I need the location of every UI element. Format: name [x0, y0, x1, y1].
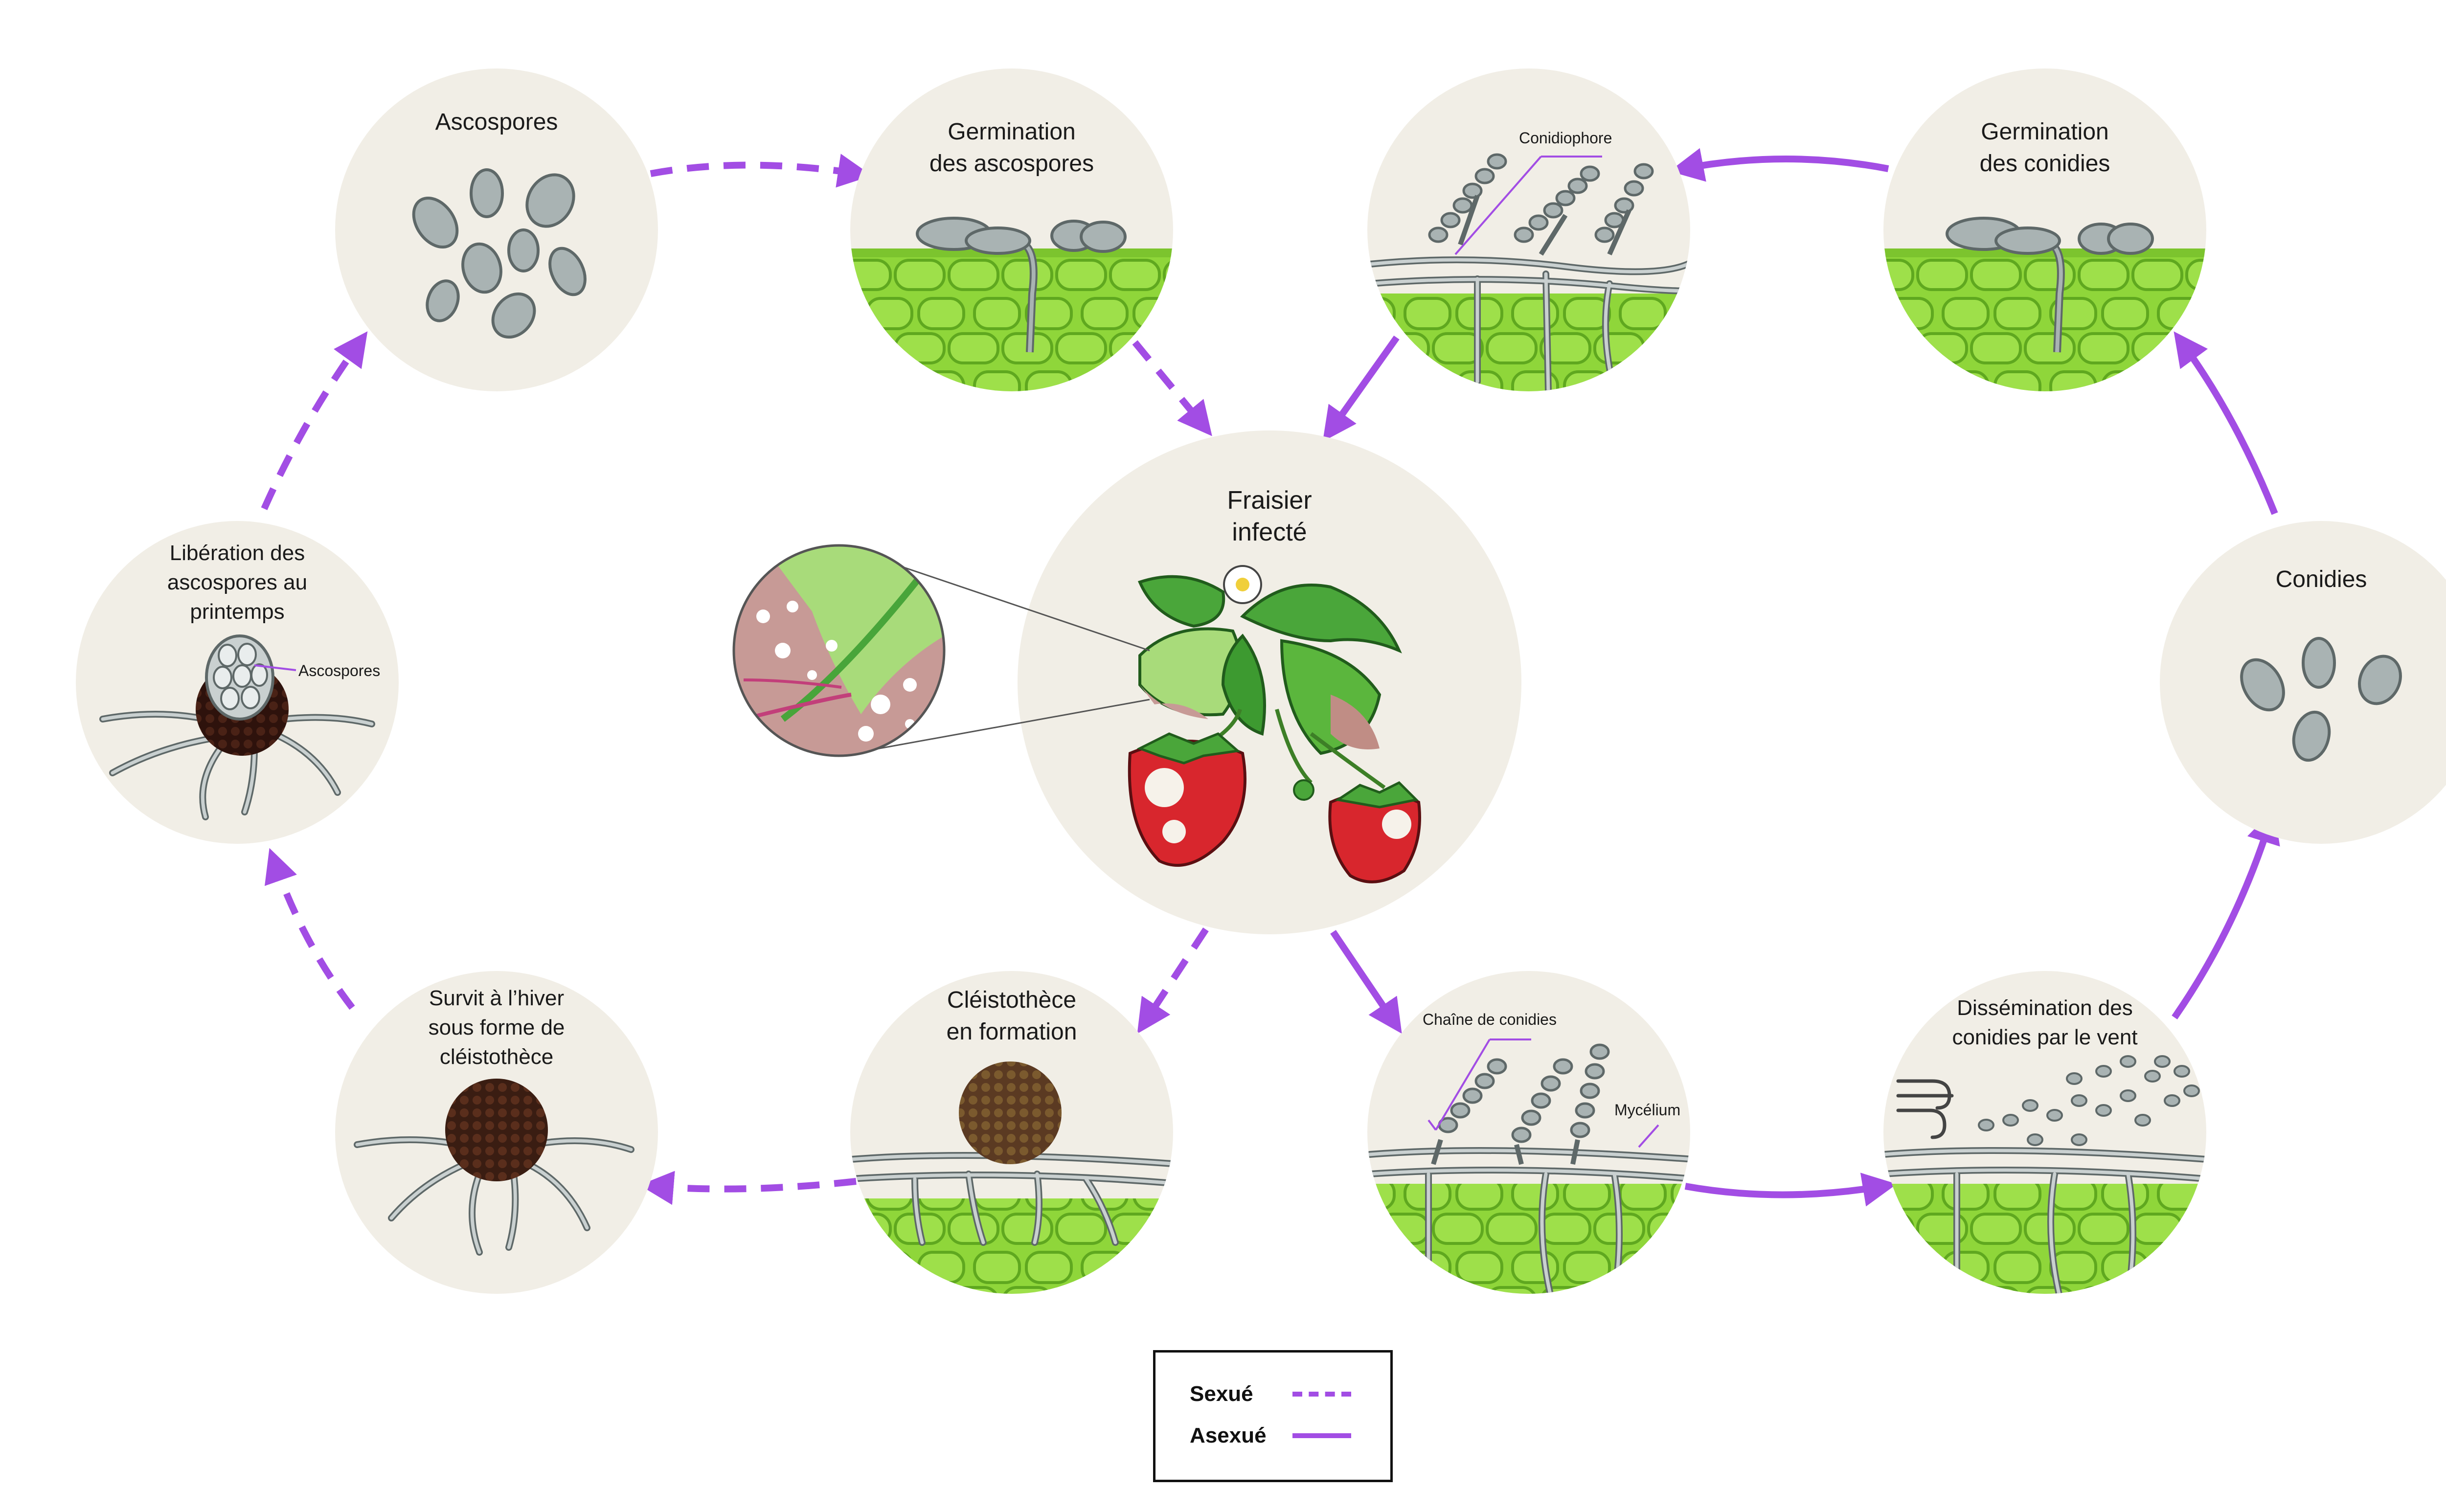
- arrow-cleisto-to-survit: [639, 1171, 857, 1205]
- strawberry-plant: [1128, 565, 1421, 883]
- node-survit: Survit à l’hiver sous forme de cléistoth…: [335, 971, 658, 1294]
- legend-asexual-label: Asexué: [1190, 1423, 1267, 1447]
- legend: Sexué Asexué: [1153, 1350, 1393, 1482]
- ascospore-cluster: [412, 168, 587, 339]
- chaine-callout: Chaîne de conidies: [1423, 1011, 1557, 1028]
- node-ascospores: Ascospores: [335, 68, 658, 391]
- legend-solid-line: [1292, 1433, 1351, 1438]
- fraisier-title-line1: Fraisier: [1227, 486, 1312, 515]
- fraisier-title-line2: infecté: [1232, 518, 1307, 546]
- survit-title-line2: sous forme de: [429, 1016, 565, 1039]
- germ-asco-title-line2: des ascospores: [929, 151, 1094, 177]
- node-germination-ascospores: Germination des ascospores: [850, 68, 1173, 391]
- node-conidies: Conidies: [2160, 521, 2446, 844]
- node-germination-conidies: Germination des conidies: [1883, 68, 2206, 391]
- dissemination-title-line1: Dissémination des: [1957, 996, 2133, 1020]
- arrow-conidiophore-to-fraisier: [1322, 335, 1400, 442]
- node-chaine-conidies: Chaîne de conidies Mycélium: [1367, 971, 1690, 1294]
- node-dissemination: Dissémination des conidies par le vent: [1883, 971, 2206, 1294]
- legend-sexual-label: Sexué: [1190, 1382, 1253, 1406]
- survit-title-line3: cléistothèce: [440, 1045, 553, 1069]
- germ-conidies-title-line2: des conidies: [1980, 151, 2110, 177]
- node-conidiophore: Conidiophore: [1367, 68, 1690, 391]
- zoom-leaf-detail: [734, 545, 944, 756]
- arrow-liberation-to-ascospores: [261, 331, 368, 510]
- legend-dashed-line: [1292, 1392, 1351, 1397]
- arrow-chaine-to-dissemination: [1684, 1173, 1897, 1207]
- arrow-ascospores-to-germination: [650, 154, 872, 188]
- liberation-title-line2: ascospores au: [167, 570, 307, 594]
- liberation-callout: Ascospores: [298, 662, 380, 679]
- cleisto-title-line1: Cléistothèce: [947, 987, 1076, 1013]
- mycelium-callout: Mycélium: [1614, 1101, 1680, 1119]
- arrow-germination-to-fraisier: [1132, 340, 1212, 436]
- arrow-germ-conidies-to-conidiophore: [1669, 148, 1889, 182]
- node-cleistotheque: Cléistothèce en formation: [850, 971, 1173, 1294]
- node-fraisier: Fraisier infecté: [732, 430, 1521, 934]
- liberation-title-line3: printemps: [190, 600, 284, 624]
- legend-row-asexual: Asexué: [1190, 1421, 1351, 1450]
- liberation-title-line1: Libération des: [170, 541, 305, 565]
- cleisto-title-line2: en formation: [947, 1019, 1077, 1045]
- arrow-conidies-to-germ-conidies: [2174, 331, 2278, 515]
- conidies-title: Conidies: [2276, 566, 2367, 592]
- arrow-survit-to-liberation: [264, 848, 355, 1010]
- survit-title-line1: Survit à l’hiver: [429, 986, 564, 1010]
- ascospores-title: Ascospores: [435, 109, 558, 135]
- legend-row-sexual: Sexué: [1190, 1379, 1351, 1409]
- node-liberation: Libération des ascospores au printemps A…: [76, 521, 399, 844]
- arrow-dissemination-to-conidies: [2172, 809, 2280, 1019]
- cycle-arrows: [261, 148, 2280, 1207]
- arrow-fraisier-to-chaine: [1330, 930, 1402, 1034]
- dissemination-title-line2: conidies par le vent: [1952, 1025, 2137, 1049]
- arrow-fraisier-to-cleisto: [1137, 927, 1209, 1034]
- conidiophore-callout: Conidiophore: [1519, 129, 1612, 147]
- germ-conidies-title-line1: Germination: [1981, 119, 2108, 145]
- wind-icon: [1896, 1079, 1954, 1139]
- germ-asco-title-line1: Germination: [948, 119, 1075, 145]
